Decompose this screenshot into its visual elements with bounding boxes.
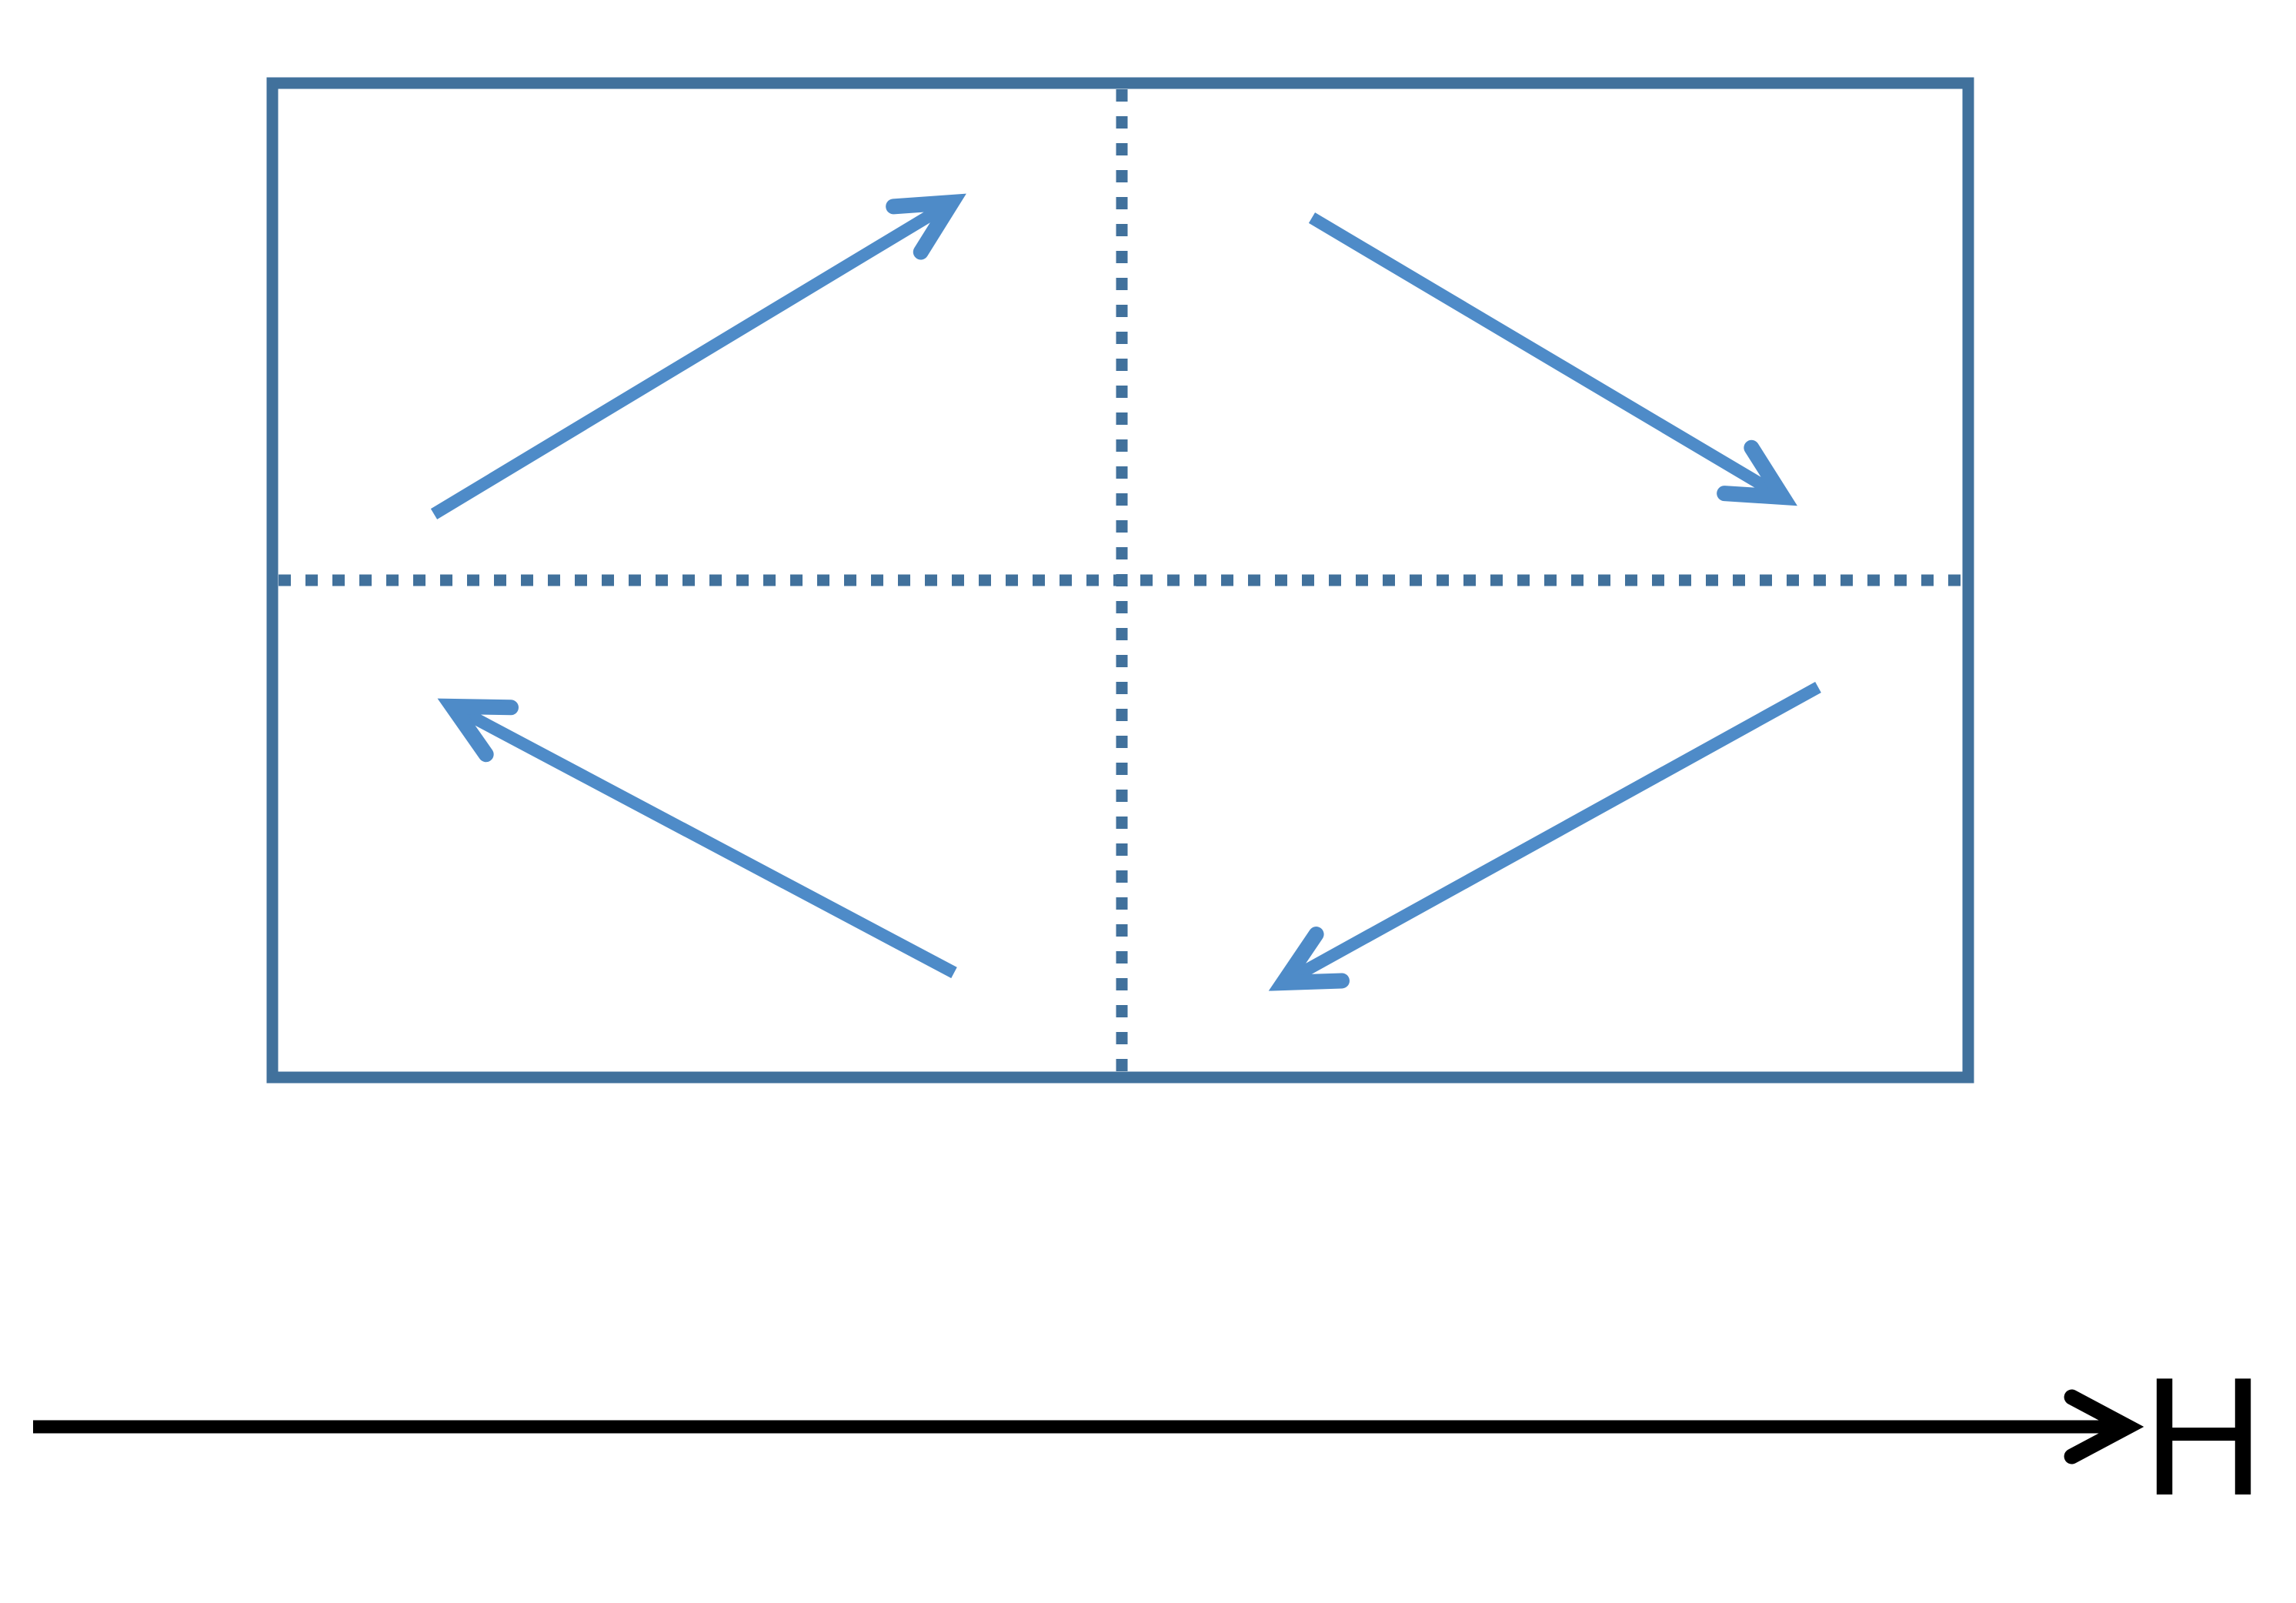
upper-left-arrow bbox=[430, 193, 966, 519]
magnetization-arrows-group bbox=[430, 193, 1821, 991]
upper-right-arrow-head bbox=[1717, 439, 1797, 506]
lower-left-arrow-head bbox=[437, 698, 519, 763]
divider-lines-group bbox=[279, 89, 1963, 1074]
axis-label-h: H bbox=[2143, 1343, 2264, 1531]
lower-right-arrow bbox=[1268, 681, 1821, 991]
upper-right-arrow bbox=[1308, 212, 1797, 506]
upper-left-arrow-head bbox=[886, 193, 966, 260]
domain-box-group bbox=[266, 77, 1974, 1084]
lower-right-arrow-shaft bbox=[1290, 681, 1821, 984]
upper-right-arrow-shaft bbox=[1308, 212, 1777, 497]
field-axis-group bbox=[33, 1389, 2144, 1464]
lower-right-arrow-head bbox=[1268, 927, 1350, 991]
domain-box-border bbox=[266, 77, 1974, 1084]
field-axis-arrowhead bbox=[2064, 1389, 2144, 1464]
upper-left-arrow-shaft bbox=[430, 202, 946, 519]
lower-left-arrow bbox=[437, 698, 957, 979]
lower-left-arrow-shaft bbox=[459, 706, 957, 979]
